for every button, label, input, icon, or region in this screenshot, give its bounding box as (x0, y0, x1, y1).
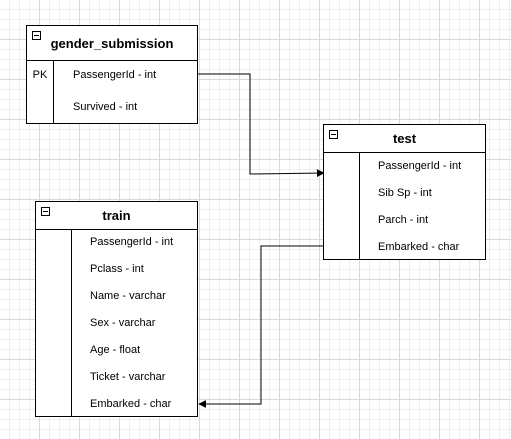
field-embarked[interactable]: Embarked - char (90, 398, 172, 410)
table-header: test (324, 125, 485, 153)
field-name[interactable]: Name - varchar (90, 290, 166, 302)
table-header: gender_submission (27, 26, 197, 61)
table-title: train (102, 208, 131, 223)
field-sex[interactable]: Sex - varchar (90, 317, 156, 329)
field-passengerid[interactable]: PassengerId - int (378, 160, 462, 172)
field-ticket[interactable]: Ticket - varchar (90, 371, 166, 383)
field-embarked[interactable]: Embarked - char (378, 241, 460, 253)
table-title: gender_submission (50, 35, 174, 51)
table-train[interactable]: train PassengerId - int Pclass - int Nam… (35, 201, 198, 417)
table-header: train (36, 202, 197, 230)
table-test[interactable]: test PassengerId - int Sib Sp - int Parc… (323, 124, 486, 260)
field-pclass[interactable]: Pclass - int (90, 263, 144, 275)
table-title: test (392, 131, 417, 146)
table-gender-submission[interactable]: gender_submission PK PassengerId - int S… (26, 25, 198, 124)
key-column (36, 230, 72, 416)
field-age[interactable]: Age - float (90, 344, 141, 356)
field-passengerid[interactable]: PassengerId - int (73, 69, 157, 81)
collapse-icon[interactable] (329, 130, 338, 139)
field-sibsp[interactable]: Sib Sp - int (378, 187, 432, 199)
collapse-icon[interactable] (41, 207, 50, 216)
connector-gender-submission-to-test[interactable] (198, 73, 325, 178)
key-column: PK (27, 61, 54, 123)
field-survived[interactable]: Survived - int (73, 101, 138, 113)
connector-test-to-train[interactable] (198, 245, 324, 408)
primary-key-label: PK (32, 69, 48, 81)
field-passengerid[interactable]: PassengerId - int (90, 236, 174, 248)
field-parch[interactable]: Parch - int (378, 214, 429, 226)
key-column (324, 153, 360, 259)
collapse-icon[interactable] (32, 31, 41, 40)
